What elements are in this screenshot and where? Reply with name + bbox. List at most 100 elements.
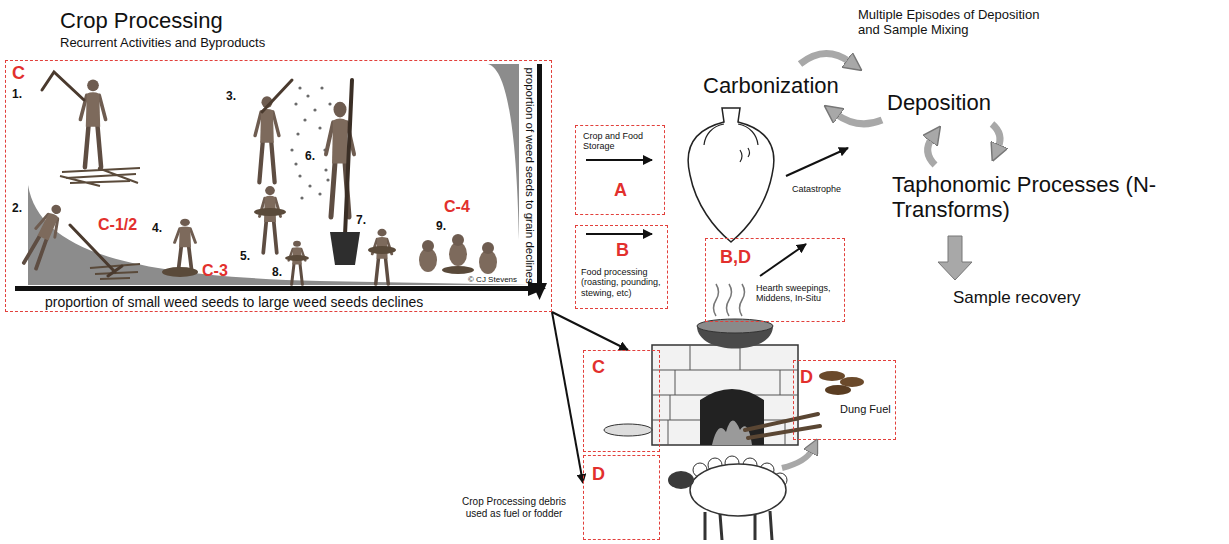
threshing-figure	[60, 168, 140, 186]
sieving-figure	[285, 255, 309, 261]
flow-arrow	[552, 312, 583, 483]
storage-jar	[688, 108, 774, 242]
flow-arrow	[586, 233, 652, 235]
winnowing-figure	[298, 174, 301, 177]
seated-figures	[422, 240, 434, 252]
subtitle: Recurrent Activities and Byproducts	[60, 36, 265, 51]
region-letter: C	[12, 63, 25, 84]
threshing-figure	[80, 79, 105, 167]
callout-number: 4.	[152, 222, 162, 236]
flow-arrow	[760, 244, 806, 276]
cooking-hearth	[712, 420, 752, 445]
dung-cakes	[819, 371, 864, 395]
sieving-figure	[368, 229, 396, 284]
callout-number: 7.	[356, 214, 366, 228]
seated-figures	[419, 234, 497, 274]
callout-number: 3.	[226, 90, 236, 104]
processing-box: B Food processing (roasting, pounding, st…	[575, 225, 668, 309]
seated-figures	[452, 234, 464, 246]
flow-arrow	[552, 312, 628, 350]
winnowing-figure	[255, 80, 332, 200]
winnowing-figure	[296, 132, 299, 135]
region-letter: D	[800, 367, 813, 388]
sheep	[782, 450, 812, 468]
process-label: Carbonization	[703, 73, 839, 98]
region-letter: D	[592, 464, 605, 485]
seated-figures	[442, 266, 474, 274]
stage-code: C-1/2	[98, 216, 137, 234]
cooking-hearth	[652, 345, 798, 445]
seated-figures	[482, 242, 494, 254]
sieving-figure	[254, 208, 286, 216]
axis-arrow	[528, 281, 546, 296]
cooking-hearth	[714, 284, 745, 316]
cycle-arrow	[800, 53, 850, 64]
threshing-figure	[42, 72, 84, 100]
callout-number: 9.	[436, 220, 446, 234]
winnowing-figure	[320, 86, 323, 89]
raking-figure	[20, 201, 140, 279]
gray-wedge	[488, 64, 519, 240]
kneeling-figure	[162, 267, 198, 277]
storage-box: Crop and Food StorageA	[575, 125, 665, 215]
cooking-hearth	[652, 345, 798, 445]
axis-arrow	[15, 64, 547, 300]
callout-number: 2.	[12, 202, 22, 216]
axis-arrow	[537, 64, 542, 286]
callout-number: 6.	[305, 150, 315, 164]
flow-arrow	[586, 148, 848, 276]
winnowing-figure	[298, 86, 301, 89]
winnowing-figure	[324, 168, 327, 171]
sheep	[668, 450, 812, 540]
sieving-figure	[368, 246, 396, 254]
process-note: Multiple Episodes of Deposition and Samp…	[858, 8, 1053, 38]
stage-code: C-3	[202, 262, 228, 280]
deposit-box: B,DHearth sweepings, Middens, In-Situ	[705, 238, 845, 322]
storage-jar	[704, 124, 758, 162]
cycle-arrow	[938, 236, 972, 280]
flow-arrow	[586, 159, 652, 161]
winnowing-figure	[318, 126, 321, 129]
storage-jar	[688, 108, 774, 242]
gray-wedge	[28, 185, 530, 285]
cycle-arrow	[928, 138, 935, 165]
callout-number: 5.	[240, 250, 250, 264]
winnowing-figure	[294, 162, 297, 165]
sieving-figure	[285, 241, 309, 285]
cooking-hearth	[604, 424, 652, 436]
region-letter: C	[592, 357, 605, 378]
note-text: Crop Processing debris used as fuel or f…	[458, 496, 570, 519]
sieving-figure	[372, 229, 392, 284]
winnowing-figure	[303, 118, 306, 121]
axis-label: proportion of weed seeds to grain declin…	[522, 67, 535, 283]
winnowing-figure	[306, 94, 309, 97]
cycle-arrow	[992, 124, 1000, 148]
region-letter: B,D	[720, 247, 751, 268]
cooking-hearth	[745, 414, 820, 438]
region-letter: A	[614, 180, 627, 201]
region-letter: B	[616, 240, 629, 261]
sieving-figure	[254, 186, 286, 253]
fodder-box: D	[583, 455, 660, 540]
cycle-arrow	[836, 114, 882, 124]
arrow-label: Catastrophe	[792, 184, 841, 194]
axis-label: proportion of small weed seeds to large …	[45, 294, 423, 310]
dung-cakes	[819, 371, 845, 381]
callout-number: 8.	[272, 266, 282, 280]
raking-figure	[20, 201, 67, 270]
winnowing-figure	[290, 148, 293, 151]
sheep	[668, 471, 694, 489]
fuel-box: C	[583, 350, 660, 452]
process-label: Taphonomic Processes (N-Transforms)	[892, 172, 1192, 223]
sieving-figure	[260, 186, 281, 253]
dung-cakes	[825, 385, 851, 395]
winnowing-figure	[262, 80, 292, 112]
sieving-figure	[289, 241, 306, 285]
winnowing-figure	[255, 96, 279, 182]
box-caption: Food processing (roasting, pounding, ste…	[581, 267, 663, 298]
winnowing-figure	[308, 184, 311, 187]
box-caption: Dung Fuel	[840, 403, 891, 416]
winnowing-figure	[294, 102, 297, 105]
raking-figure	[20, 201, 67, 270]
diagram-title: Crop Processing	[60, 8, 223, 33]
